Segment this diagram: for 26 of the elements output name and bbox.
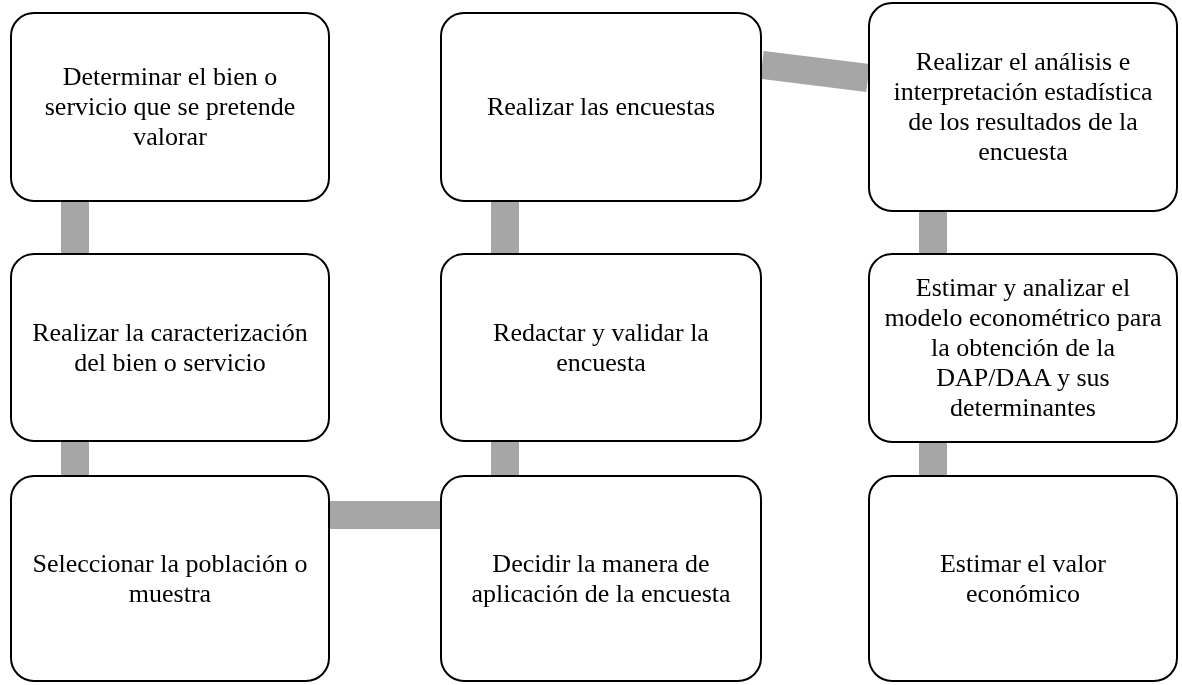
process-box: [868, 475, 1178, 682]
process-box: [10, 253, 330, 442]
connector-bar: [919, 443, 947, 475]
process-box: [440, 12, 762, 202]
step-text: Seleccionar la población o muestra: [31, 548, 309, 609]
connector-bar: [61, 442, 89, 475]
process-box: [10, 12, 330, 202]
process-box: [868, 253, 1178, 443]
process-box: [10, 475, 330, 682]
step-text: Estimar y analizar el modelo econométrico para la obtención de la DAP/DAA y sus determinantes: [883, 273, 1163, 423]
process-box: [440, 253, 762, 442]
step-text: Determinar el bien o servicio que se pretende valorar: [43, 62, 297, 152]
connector-bar: [61, 202, 89, 253]
step-text: Redactar y validar la encuesta: [492, 317, 710, 378]
connector-bar: [330, 501, 440, 529]
step-text: Realizar el análisis e interpretación estadística de los resultados de la encuesta: [892, 47, 1154, 167]
step-text: Decidir la manera de aplicación de la encuesta: [470, 548, 732, 609]
process-box: [868, 2, 1178, 212]
connector-bar: [491, 202, 519, 253]
step-text: Estimar el valor económico: [938, 548, 1108, 609]
connector-bar: [491, 442, 519, 475]
process-box: [440, 475, 762, 682]
step-text: Realizar la caracterización del bien o servicio: [31, 317, 309, 378]
connector-bar: [919, 212, 947, 253]
connector-bar: [760, 51, 870, 92]
step-text: Realizar las encuestas: [486, 92, 716, 122]
